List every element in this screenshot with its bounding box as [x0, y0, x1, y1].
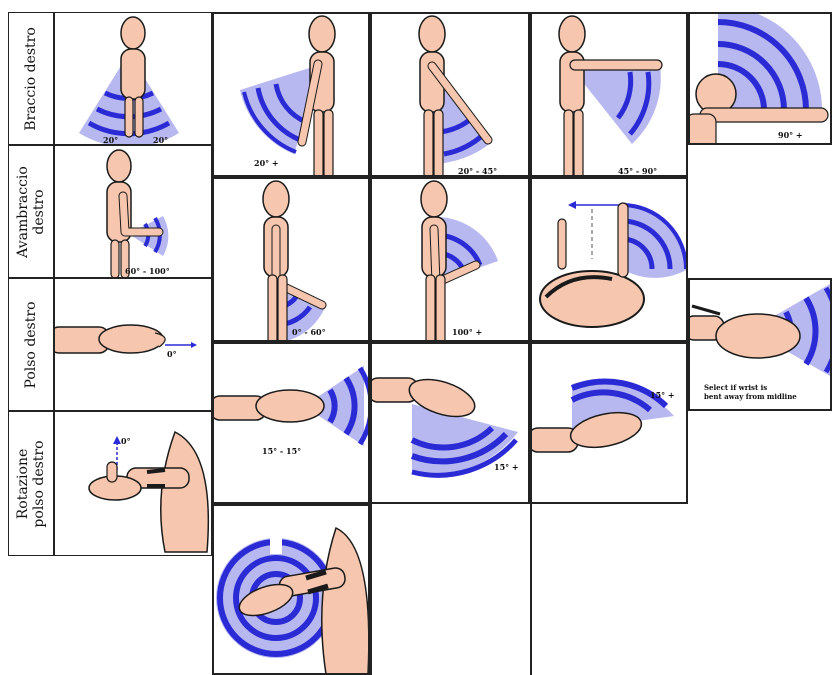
- panel-polso-15-15: 15° - 15°: [212, 342, 370, 504]
- figure-arm-neutral: 20° 20°: [55, 13, 212, 145]
- row-label-rotazione-text: Rotazione polso destro: [15, 440, 47, 527]
- row-label-polso: Polso destro: [8, 278, 54, 411]
- caption-flex-45-90: 45° - 90°: [618, 166, 657, 176]
- row-label-avambraccio-text: Avambraccio destro: [15, 166, 47, 258]
- panel-avambraccio-0-60: 0° - 60°: [212, 177, 370, 342]
- figure-wrist-15-15: 15° - 15°: [214, 344, 370, 504]
- panel-avambraccio-overhead: [530, 177, 688, 342]
- caption-forearm-100: 100° +: [452, 327, 482, 337]
- panel-avambraccio-100: 100° +: [370, 177, 530, 342]
- caption-forearm-0-60: 0° - 60°: [292, 327, 326, 337]
- panel-avambraccio-60-100: 60° - 100°: [54, 145, 212, 278]
- caption-wrist-0: 0°: [167, 349, 177, 359]
- figure-arm-flex-20-45: 20° - 45°: [372, 14, 530, 177]
- row-label-polso-text: Polso destro: [23, 301, 39, 388]
- panel-rotazione-small: 0°: [54, 411, 212, 556]
- figure-arm-flex-90: 90° +: [690, 14, 832, 145]
- panel-braccio-flex-20-45: 20° - 45°: [370, 12, 530, 177]
- figure-wrist-15-down: 15° +: [372, 344, 530, 504]
- row-label-avambraccio: Avambraccio destro: [8, 145, 54, 278]
- caption-wrist-15-15: 15° - 15°: [262, 446, 301, 456]
- note-wrist-line-1: Select if wrist is: [704, 383, 767, 392]
- figure-arm-extension: 20° +: [214, 14, 370, 177]
- caption-neutral-left: 20°: [103, 135, 118, 145]
- figure-wrist-deviation: Select if wrist is bent away from midlin…: [690, 280, 832, 411]
- figure-forearm-100: 100° +: [372, 179, 530, 342]
- figure-rotation-small: 0°: [55, 412, 212, 556]
- panel-polso-0: 0°: [54, 278, 212, 411]
- caption-wrist-15-up: 15° +: [650, 390, 675, 400]
- row-label-braccio: Braccio destro: [8, 12, 54, 145]
- row-label-braccio-text: Braccio destro: [23, 27, 39, 131]
- figure-arm-flex-45-90: 45° - 90°: [532, 14, 688, 177]
- figure-wrist-15-up: 15° +: [532, 344, 688, 504]
- figure-forearm-0-60: 0° - 60°: [214, 179, 370, 342]
- figure-forearm-overhead: [532, 179, 688, 342]
- panel-braccio-neutral: 20° 20°: [54, 12, 212, 145]
- panel-braccio-flex-90: 90° +: [688, 12, 832, 145]
- panel-empty-2: [530, 504, 688, 675]
- caption-flex-20-45: 20° - 45°: [458, 166, 497, 176]
- caption-rotation-small: 0°: [121, 436, 131, 446]
- panel-rotazione-full: [212, 504, 370, 675]
- caption-neutral-right: 20°: [153, 135, 168, 145]
- panel-braccio-flex-45-90: 45° - 90°: [530, 12, 688, 177]
- panel-polso-15-up: 15° +: [530, 342, 688, 504]
- figure-forearm-60-100: 60° - 100°: [55, 146, 212, 278]
- caption-wrist-15-down: 15° +: [494, 462, 519, 472]
- panel-polso-deviation: Select if wrist is bent away from midlin…: [688, 278, 832, 411]
- caption-flex-90: 90° +: [778, 130, 803, 140]
- figure-rotation-full: [214, 506, 370, 675]
- panel-braccio-extension: 20° +: [212, 12, 370, 177]
- figure-wrist-0: 0°: [55, 279, 212, 411]
- caption-extension: 20° +: [254, 158, 279, 168]
- panel-empty-1: [370, 504, 530, 675]
- panel-polso-15-down: 15° +: [370, 342, 530, 504]
- note-wrist-line-2: bent away from midline: [704, 392, 797, 401]
- row-label-rotazione: Rotazione polso destro: [8, 411, 54, 556]
- caption-forearm-60-100: 60° - 100°: [125, 266, 170, 276]
